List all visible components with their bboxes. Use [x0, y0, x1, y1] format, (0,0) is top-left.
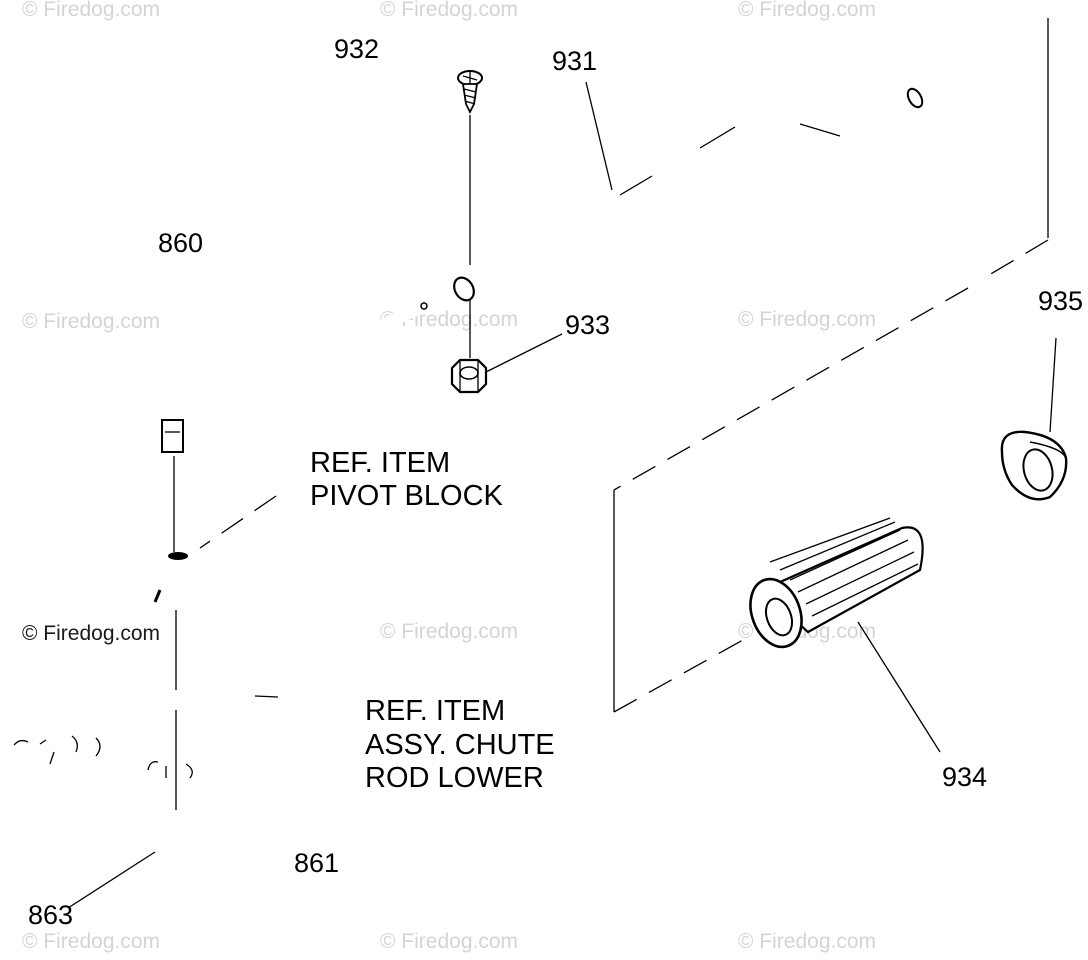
- flanged-bushing: [1000, 430, 1068, 501]
- ref-note-line: REF. ITEM: [365, 695, 505, 727]
- callout-935: 935: [1038, 286, 1083, 316]
- ref-note-line: ASSY. CHUTE: [365, 729, 555, 761]
- watermark-text: © Firedog.com: [22, 930, 160, 953]
- watermark-text: © Firedog.com: [380, 620, 518, 643]
- watermark-text: © Firedog.com: [738, 0, 876, 21]
- watermark-text: © Firedog.com: [738, 930, 876, 953]
- watermark-text: © Firedog.com: [380, 0, 518, 21]
- callout-863: 863: [28, 900, 73, 930]
- callout-860: 860: [158, 228, 203, 258]
- watermark-text: © Firedog.com: [22, 622, 160, 645]
- callout-861: 861: [294, 848, 339, 878]
- callout-labels: 932 931 860 933 935 934 861 863: [28, 34, 1083, 930]
- callout-932: 932: [334, 34, 379, 64]
- lower-rod: [161, 300, 430, 453]
- watermark-text: © Firedog.com: [738, 308, 876, 331]
- roller-sleeve: [749, 517, 924, 649]
- watermark-text: © Firedog.com: [22, 310, 160, 333]
- watermark-text: © Firedog.com: [380, 930, 518, 953]
- hex-nut: [450, 358, 488, 394]
- lower-fastener-sketch: [13, 552, 193, 779]
- upper-chute-rod: [453, 87, 924, 302]
- callout-931: 931: [552, 46, 597, 76]
- callout-933: 933: [565, 310, 610, 340]
- watermark-text: © Firedog.com: [22, 0, 160, 21]
- ref-note-chute-rod: REF. ITEM ASSY. CHUTE ROD LOWER: [365, 695, 555, 794]
- ref-note-line: ROD LOWER: [365, 762, 544, 794]
- ref-note-line: PIVOT BLOCK: [310, 480, 504, 512]
- leader-lines: [67, 18, 1057, 909]
- screw: [457, 70, 483, 115]
- callout-934: 934: [942, 762, 987, 792]
- ref-note-pivot-block: REF. ITEM PIVOT BLOCK: [310, 447, 504, 512]
- ref-note-line: REF. ITEM: [310, 447, 450, 479]
